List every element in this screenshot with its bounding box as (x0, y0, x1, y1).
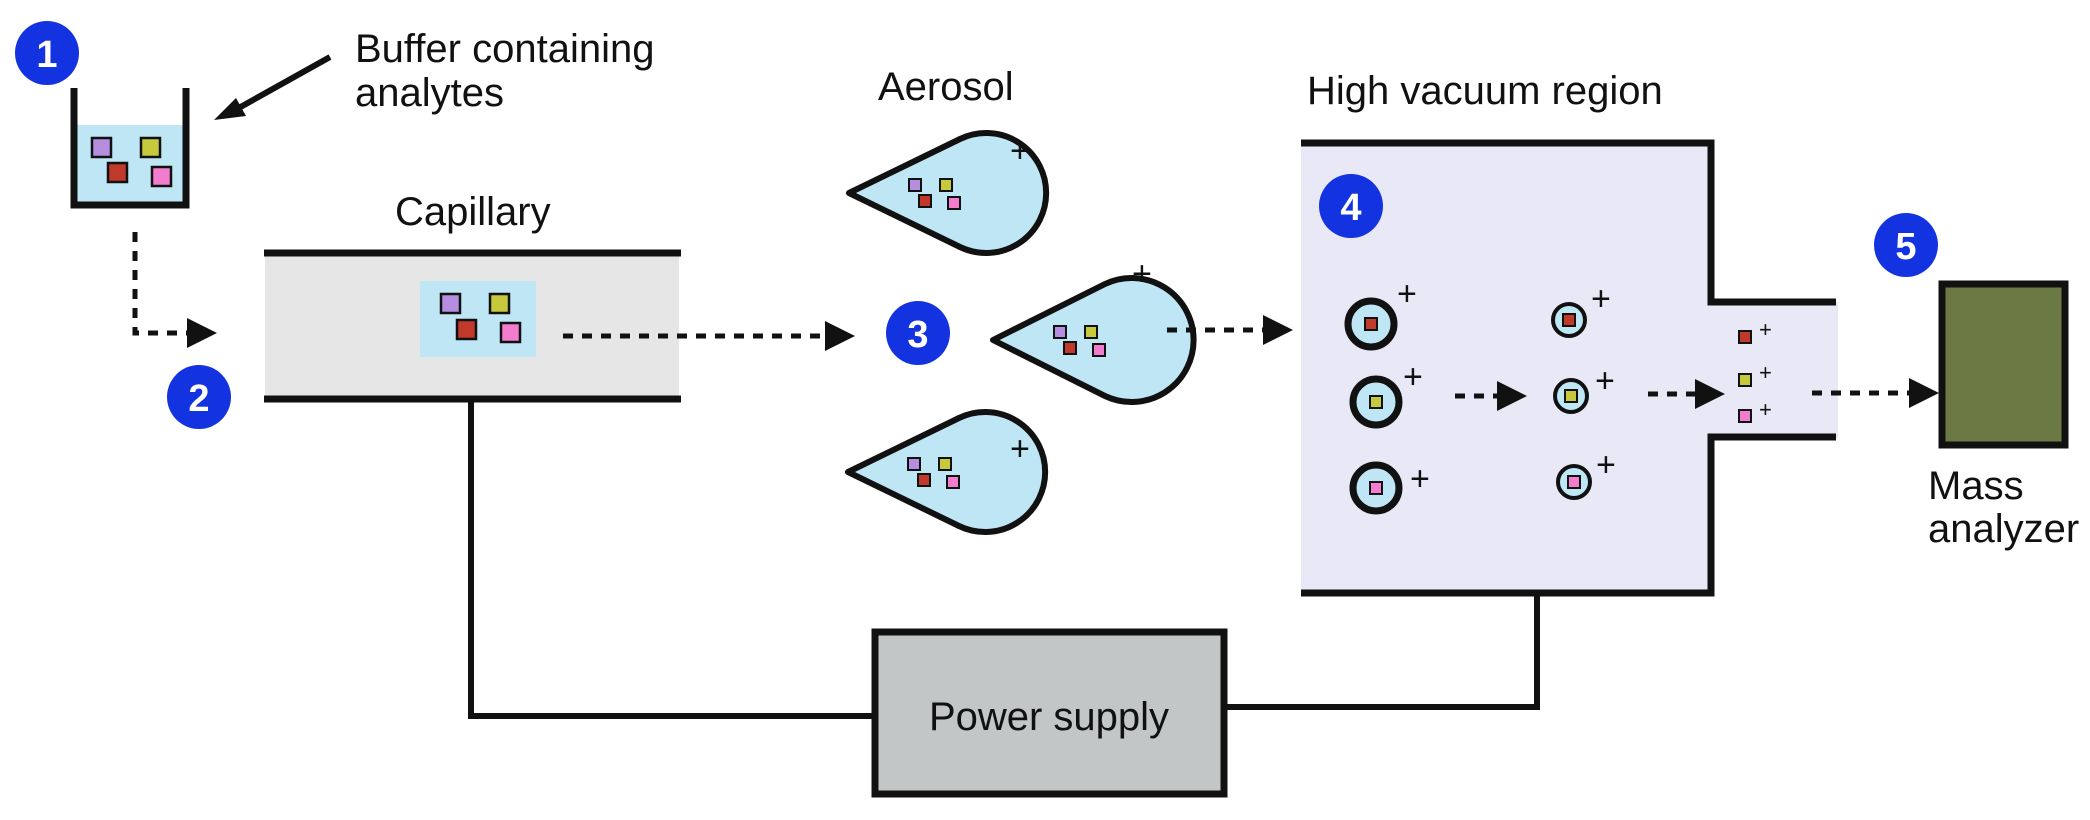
power-supply-box (871, 628, 1228, 798)
ion-cluster-large (1349, 461, 1403, 515)
ion-cluster-small (1556, 464, 1592, 500)
step-badge-2: 2 (167, 365, 231, 429)
buffer-label-line1: Buffer containing (355, 27, 654, 71)
capillary (264, 249, 681, 403)
analyte-purple (439, 292, 462, 315)
analyte-purple (90, 136, 113, 159)
charge-plus: + (1591, 280, 1611, 318)
buffer-beaker (70, 88, 190, 209)
step-badge-5: 5 (1874, 213, 1938, 277)
ion-cluster-large (1349, 375, 1403, 429)
analyte-pink (150, 165, 173, 188)
charge-plus: + (1596, 446, 1616, 484)
step-badge-1: 1 (15, 21, 79, 85)
charge-plus: + (1010, 430, 1030, 468)
charge-plus: + (1759, 397, 1772, 422)
mass-analyzer-box (1938, 280, 2069, 449)
charged-droplet (846, 130, 1050, 256)
ion-cluster-small (1551, 302, 1587, 338)
charge-plus: + (1397, 275, 1417, 313)
buffer-label-line2: analytes (355, 71, 504, 115)
charge-plus: + (1403, 358, 1423, 396)
step-badge-3: 3 (886, 301, 950, 365)
step-number: 1 (36, 34, 57, 76)
buffer-pointer-arrow (214, 54, 332, 120)
step-number: 5 (1895, 226, 1916, 268)
step-number: 4 (1340, 187, 1361, 229)
step-number: 3 (907, 314, 928, 356)
bare-ion-olive (1738, 373, 1752, 387)
analyte-red (106, 161, 129, 184)
analyte-olive (139, 136, 162, 159)
high-vacuum-label: High vacuum region (1307, 69, 1663, 113)
high-vacuum-chamber (1301, 139, 1838, 597)
ion-cluster-large (1344, 297, 1398, 351)
power-supply-label: Power supply (929, 695, 1169, 739)
capillary-label: Capillary (395, 190, 551, 234)
bare-ion-pink (1738, 409, 1752, 423)
charged-droplet (990, 275, 1197, 405)
charge-plus: + (1595, 362, 1615, 400)
buffer-liquid (76, 125, 184, 203)
charge-plus: + (1410, 460, 1430, 498)
analyte-red (455, 318, 478, 341)
wire-capillary-to-power (468, 399, 876, 719)
mass-analyzer-label-line1: Mass (1928, 464, 2024, 508)
charge-plus: + (1010, 132, 1030, 170)
capillary-liquid-plug (420, 281, 536, 357)
flow-arrow-beaker-to-capillary (132, 232, 217, 348)
wire-power-to-vacuum (1224, 593, 1540, 710)
charged-droplet (845, 409, 1049, 535)
analyte-olive (488, 292, 511, 315)
beaker-outline (70, 88, 190, 209)
aerosol-label: Aerosol (878, 65, 1014, 109)
charge-plus: + (1759, 360, 1772, 385)
analyte-pink (499, 321, 522, 344)
charge-plus: + (1759, 317, 1772, 342)
bare-ion-red (1738, 330, 1752, 344)
charge-plus: + (1132, 255, 1152, 293)
step-badge-4: 4 (1319, 174, 1383, 238)
ion-cluster-small (1553, 378, 1589, 414)
mass-analyzer-label-line2: analyzer (1928, 507, 2079, 551)
step-number: 2 (188, 378, 209, 420)
